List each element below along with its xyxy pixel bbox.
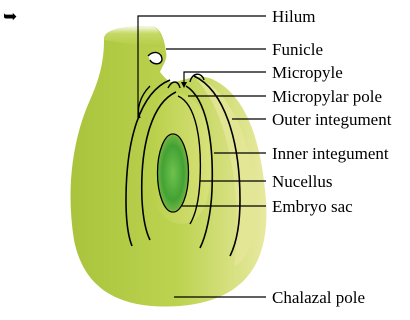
label-chalazal-pole: Chalazal pole <box>272 288 365 307</box>
bullet-arrow-icon: ➥ <box>3 7 17 27</box>
label-inner-integument: Inner integument <box>272 144 389 163</box>
ovule <box>71 26 267 306</box>
label-funicle: Funicle <box>272 40 323 59</box>
embryo-sac-shape <box>158 135 188 211</box>
labels: Hilum Funicle Micropyle Micropylar pole … <box>272 7 392 307</box>
label-micropyle: Micropyle <box>272 63 343 82</box>
label-outer-integument: Outer integument <box>272 110 392 129</box>
label-micropylar-pole: Micropylar pole <box>272 87 382 106</box>
label-hilum: Hilum <box>272 7 315 26</box>
label-nucellus: Nucellus <box>272 172 332 191</box>
label-embryo-sac: Embryo sac <box>272 197 353 216</box>
